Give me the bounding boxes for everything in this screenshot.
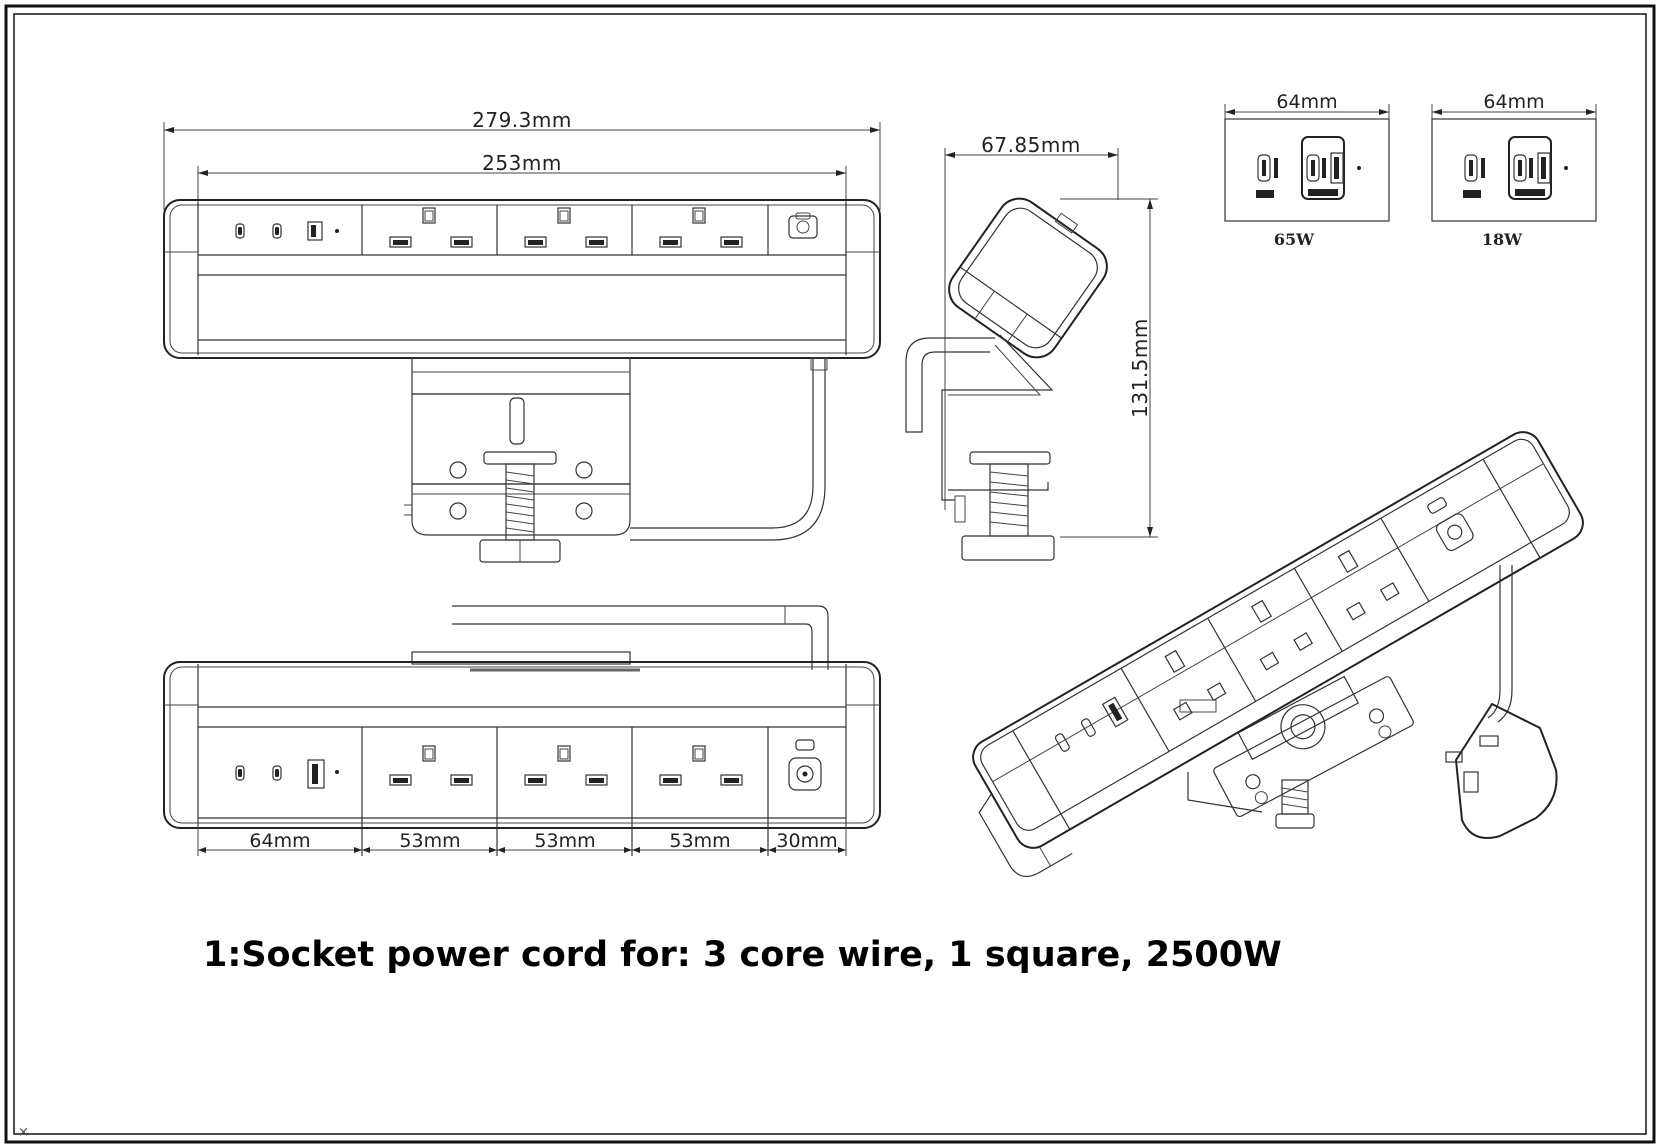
- segment-socket-3-label: 53mm: [669, 830, 730, 852]
- corner-mark: ×: [18, 1125, 29, 1140]
- usb-module-65w: 64mm 65W: [1224, 91, 1390, 249]
- drawing-caption: 1:Socket power cord for: 3 core wire, 1 …: [203, 935, 1282, 975]
- dimension-depth: 67.85mm: [944, 133, 1119, 510]
- dimension-inner-width: 253mm: [197, 151, 847, 206]
- drawing-frame: [4, 4, 1656, 1144]
- isometric-view: [972, 431, 1584, 878]
- segment-socket-1-label: 53mm: [399, 830, 460, 852]
- front-view: 279.3mm 253mm: [163, 108, 881, 563]
- depth-label: 67.85mm: [981, 133, 1081, 157]
- segment-usb-label: 64mm: [249, 830, 310, 852]
- usb-module-18w-power: 18W: [1482, 230, 1523, 249]
- segment-switch-label: 30mm: [776, 830, 837, 852]
- inner-width-label: 253mm: [482, 151, 562, 175]
- overall-width-label: 279.3mm: [472, 108, 572, 132]
- segment-socket-2-label: 53mm: [534, 830, 595, 852]
- height-label: 131.5mm: [1128, 318, 1152, 418]
- bottom-view: 64mm 53mm 53mm 53mm 30mm: [163, 605, 881, 856]
- usb-module-18w-width: 64mm: [1483, 91, 1544, 113]
- side-view: 67.85mm 131.5mm: [905, 133, 1158, 561]
- usb-module-18w: 64mm 18W: [1431, 91, 1597, 249]
- dimension-height: 131.5mm: [1060, 198, 1158, 538]
- usb-module-65w-power: 65W: [1274, 230, 1315, 249]
- dimension-overall-width: 279.3mm: [163, 108, 881, 210]
- usb-module-65w-width: 64mm: [1276, 91, 1337, 113]
